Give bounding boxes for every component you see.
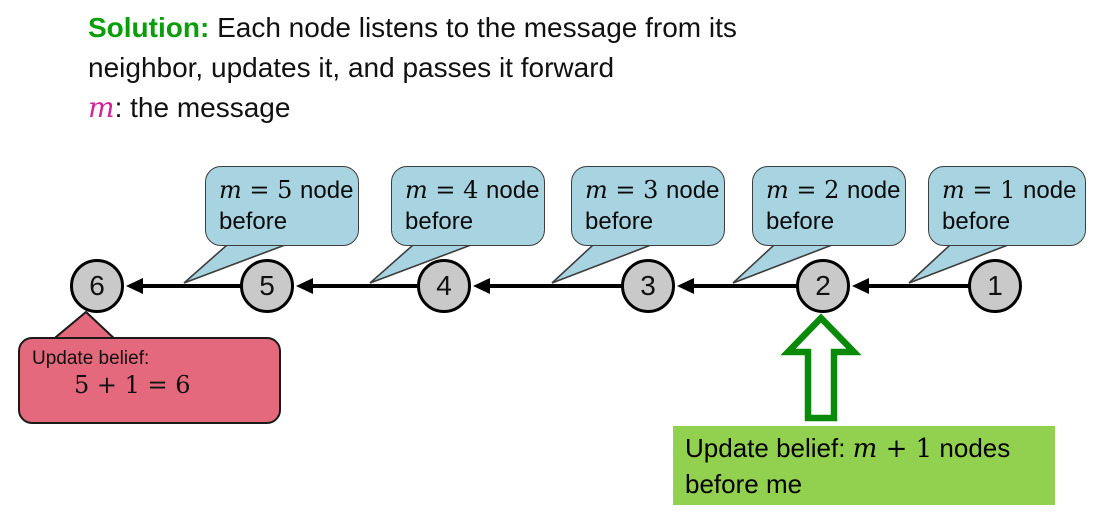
bubble-line-1: m = 4 node — [405, 175, 544, 206]
message-bubble-m5: m = 5 node before — [205, 166, 359, 246]
title-line-1-text: Each node listens to the message from it… — [209, 12, 737, 43]
node-2: 2 — [796, 259, 850, 313]
node-5: 5 — [240, 259, 294, 313]
green-note-prefix: Update belief: — [685, 433, 853, 463]
title-line-1: Solution: Each node listens to the messa… — [88, 8, 737, 48]
m-symbol: m — [219, 176, 242, 204]
m-symbol: m — [852, 434, 878, 464]
bubble-suffix: node — [300, 177, 354, 204]
arrowhead-node6 — [126, 278, 143, 294]
green-note-line-1: Update belief: m + 1 nodes — [685, 431, 1043, 467]
update-belief-callout: Update belief: 5 + 1 = 6 — [18, 337, 281, 424]
bubble-line-1: m = 5 node — [219, 175, 358, 206]
red-callout-equation: 5 + 1 = 6 — [74, 371, 191, 399]
message-bubble-m3: m = 3 node before — [571, 166, 725, 246]
title-line-3: m: the message — [88, 88, 737, 128]
m-value: = 3 — [607, 176, 667, 204]
message-bubble-m4: m = 4 node before — [391, 166, 545, 246]
m-plus-one: + 1 — [877, 434, 933, 464]
m-symbol: m — [585, 176, 608, 204]
node-1: 1 — [968, 259, 1022, 313]
bubble-line-2: before — [219, 208, 288, 235]
bubble-line-1: m = 1 node — [942, 175, 1085, 206]
bubble-line-2: before — [942, 208, 1011, 235]
m-value: = 5 — [241, 176, 301, 204]
bubble-line-2: before — [585, 208, 654, 235]
green-note-line-2: before me — [685, 469, 803, 499]
bubble-line-2: before — [766, 208, 835, 235]
up-arrow-icon — [780, 313, 862, 422]
message-bubble-m1: m = 1 node before — [928, 166, 1086, 246]
m-value: = 4 — [427, 176, 487, 204]
bubble-line-2: before — [405, 208, 474, 235]
node-3: 3 — [621, 259, 675, 313]
red-callout-label: Update belief: — [32, 348, 150, 369]
arrowhead-node4 — [473, 278, 490, 294]
green-note-suffix: nodes — [932, 433, 1011, 463]
node-4: 4 — [417, 259, 471, 313]
m-value: = 2 — [788, 176, 848, 204]
bubble-suffix: node — [666, 177, 720, 204]
m-symbol: m — [766, 176, 789, 204]
title-line-2: neighbor, updates it, and passes it forw… — [88, 52, 615, 83]
bubble-suffix: node — [1023, 177, 1077, 204]
m-symbol: m — [942, 176, 965, 204]
m-symbol: m — [405, 176, 428, 204]
bubble-suffix: node — [847, 177, 901, 204]
node-6: 6 — [70, 259, 124, 313]
message-variable: m — [88, 91, 115, 124]
arrowhead-node5 — [296, 278, 313, 294]
bubble-line-1: m = 2 node — [766, 175, 905, 206]
message-definition: : the message — [114, 92, 291, 123]
update-belief-note: Update belief: m + 1 nodes before me — [673, 426, 1055, 505]
title-block: Solution: Each node listens to the messa… — [88, 8, 737, 128]
solution-label: Solution: — [88, 12, 210, 43]
bubble-suffix: node — [486, 177, 540, 204]
arrowhead-node3 — [677, 278, 694, 294]
m-value: = 1 — [964, 176, 1024, 204]
message-bubble-m2: m = 2 node before — [752, 166, 906, 246]
arrowhead-node2 — [852, 278, 869, 294]
bubble-line-1: m = 3 node — [585, 175, 724, 206]
